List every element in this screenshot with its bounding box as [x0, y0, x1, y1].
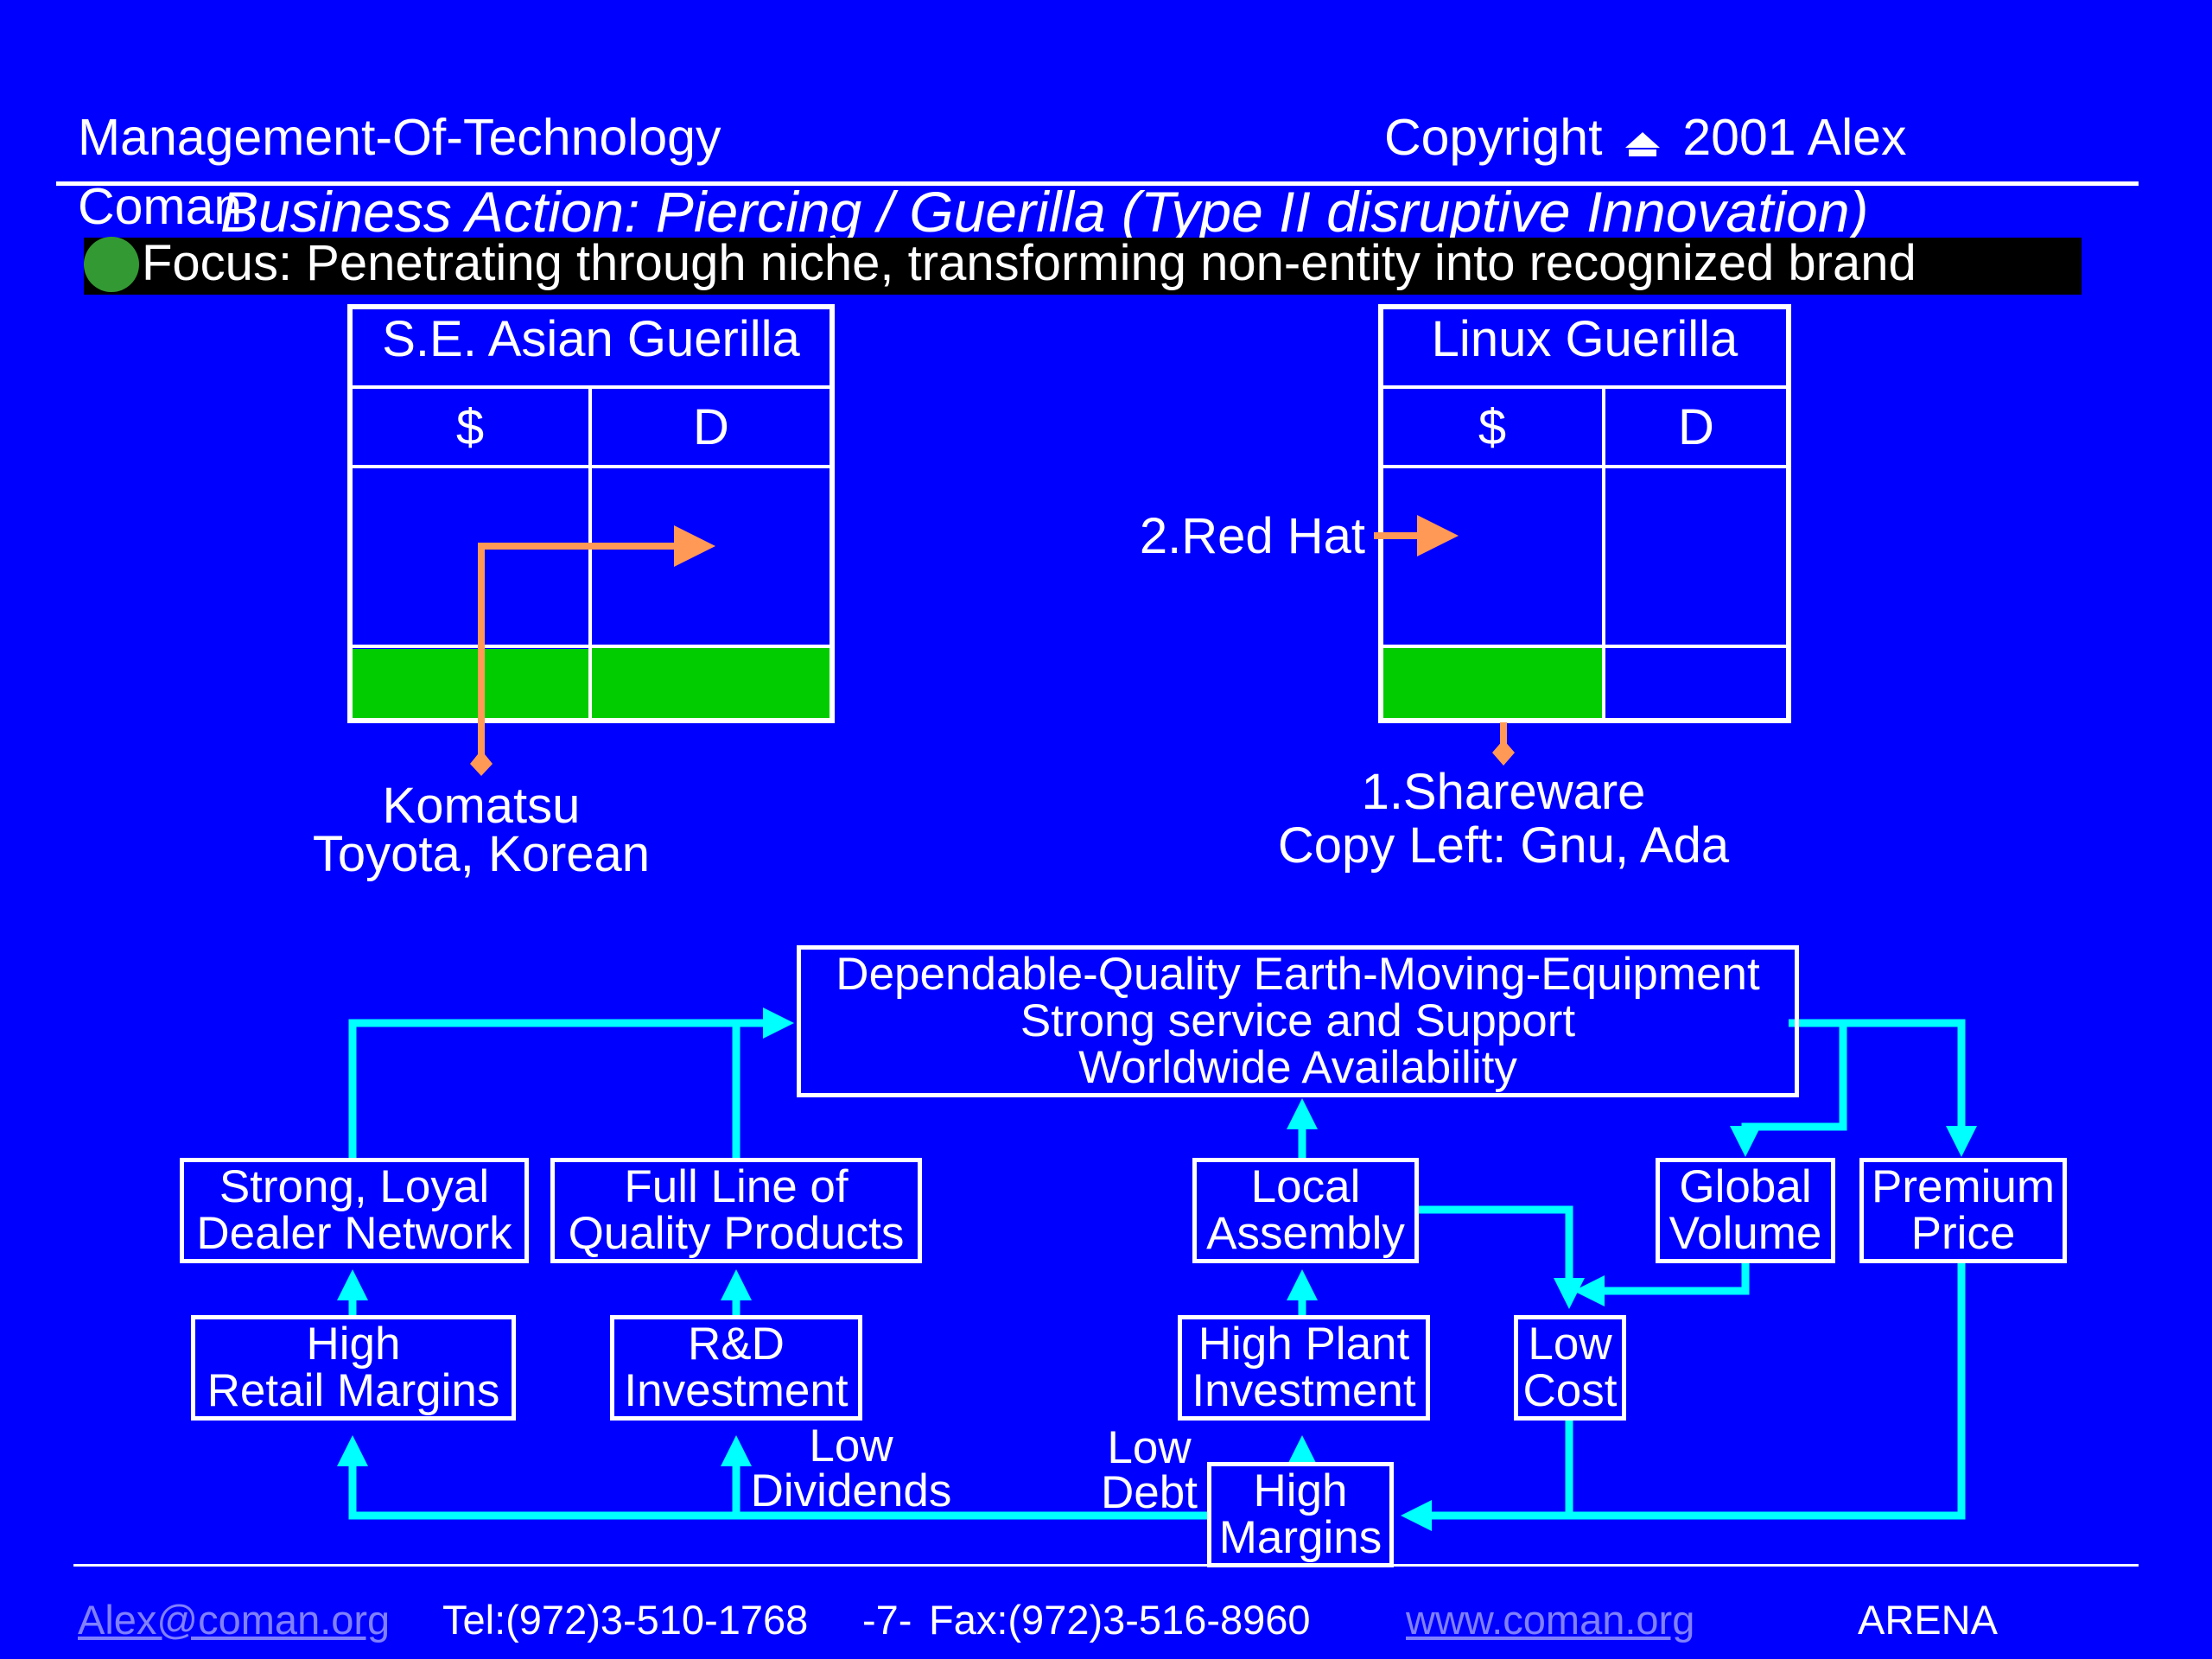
- low-debt-line2: Debt: [1101, 1467, 1198, 1518]
- margins-line2: Margins: [1218, 1512, 1382, 1563]
- lowcost-line2: Cost: [1522, 1365, 1618, 1416]
- footer-email-link[interactable]: Alex@coman.org: [78, 1597, 391, 1643]
- flow-connectors: [337, 1007, 1977, 1531]
- header-course-title: Management-Of-Technology: [78, 109, 721, 166]
- left-matrix-green-cell: [590, 646, 832, 721]
- rd-line2: Investment: [624, 1365, 849, 1416]
- right-caption-line1: 1.Shareware: [1361, 764, 1646, 820]
- header-rule: [56, 181, 2139, 186]
- right-matrix: [1378, 304, 1791, 723]
- footer-brand: ARENA: [1858, 1597, 1998, 1643]
- footer-website[interactable]: www.coman.org: [1406, 1599, 1694, 1642]
- bullet-icon: [84, 237, 139, 292]
- premium-line2: Price: [1910, 1208, 2016, 1259]
- footer-page-number: -7-: [862, 1597, 912, 1643]
- right-caption-line2: Copy Left: Gnu, Ada: [1277, 817, 1730, 874]
- low-dividends-line2: Dividends: [750, 1465, 952, 1516]
- left-matrix: [347, 304, 835, 723]
- slide-title: Business Action: Piercing / Guerilla (Ty…: [220, 180, 1869, 244]
- plant-line1: High Plant: [1198, 1319, 1410, 1370]
- lowcost-line1: Low: [1528, 1319, 1612, 1370]
- fullline-line1: Full Line of: [624, 1161, 849, 1212]
- low-debt-line1: Low: [1107, 1422, 1192, 1473]
- copyright-year: 2001 Alex: [1682, 109, 1907, 166]
- top-box-line1: Dependable-Quality Earth-Moving-Equipmen…: [836, 949, 1760, 1000]
- local-line1: Local: [1250, 1161, 1361, 1212]
- copyright-symbol-icon: [1617, 119, 1669, 162]
- top-box-line2: Strong service and Support: [1020, 995, 1576, 1046]
- copyright-label: Copyright: [1384, 109, 1603, 166]
- left-green-fill: [353, 649, 590, 718]
- left-caption-line2: Toyota, Korean: [312, 826, 651, 882]
- left-caption-line1: Komatsu: [382, 778, 581, 834]
- footer-email[interactable]: Alex@coman.org: [78, 1599, 390, 1642]
- global-line1: Global: [1679, 1161, 1812, 1212]
- right-matrix-col-d: D: [1678, 399, 1714, 455]
- footer-rule: [73, 1564, 2139, 1567]
- right-green-fill: [1383, 646, 1604, 721]
- plant-line2: Investment: [1192, 1365, 1416, 1416]
- focus-bar: [84, 238, 2082, 295]
- footer-website-link[interactable]: www.coman.org: [1406, 1597, 1695, 1643]
- top-box-line3: Worldwide Availability: [1078, 1042, 1517, 1093]
- low-debt-label: Low Debt: [1097, 1422, 1201, 1518]
- retail-line1: High: [306, 1319, 401, 1370]
- premium-line1: Premium: [1871, 1161, 2056, 1212]
- dealer-line1: Strong, Loyal: [219, 1161, 490, 1212]
- right-matrix-title: Linux Guerilla: [1431, 311, 1738, 367]
- left-matrix-title: S.E. Asian Guerilla: [382, 311, 800, 367]
- right-matrix-col-dollar: $: [1478, 399, 1507, 455]
- footer-tel: Tel:(972)3-510-1768: [442, 1597, 809, 1643]
- header-copyright: Copyright 2001 Alex: [1384, 109, 1907, 166]
- flow-top-box: Dependable-Quality Earth-Moving-Equipmen…: [797, 945, 1799, 1097]
- dealer-line2: Dealer Network: [196, 1208, 512, 1259]
- low-dividends-line1: Low: [809, 1421, 893, 1471]
- fullline-line2: Quality Products: [568, 1208, 905, 1259]
- right-matrix-arrows: [1374, 515, 1515, 766]
- red-hat-label: 2.Red Hat: [1139, 508, 1365, 564]
- header-author-name: Coman: [78, 178, 243, 235]
- rd-line1: R&D: [688, 1319, 785, 1370]
- local-line2: Assembly: [1206, 1208, 1405, 1259]
- global-line2: Volume: [1669, 1208, 1822, 1259]
- focus-text: Focus: Penetrating through niche, transf…: [142, 235, 1916, 291]
- left-matrix-col-dollar: $: [455, 399, 485, 455]
- footer-fax: Fax:(972)3-516-8960: [929, 1597, 1311, 1643]
- low-dividends-label: Low Dividends: [743, 1421, 959, 1516]
- retail-line2: Retail Margins: [207, 1365, 500, 1416]
- margins-line1: High: [1253, 1465, 1348, 1516]
- left-matrix-arrow: [470, 525, 715, 776]
- left-matrix-col-d: D: [693, 399, 729, 455]
